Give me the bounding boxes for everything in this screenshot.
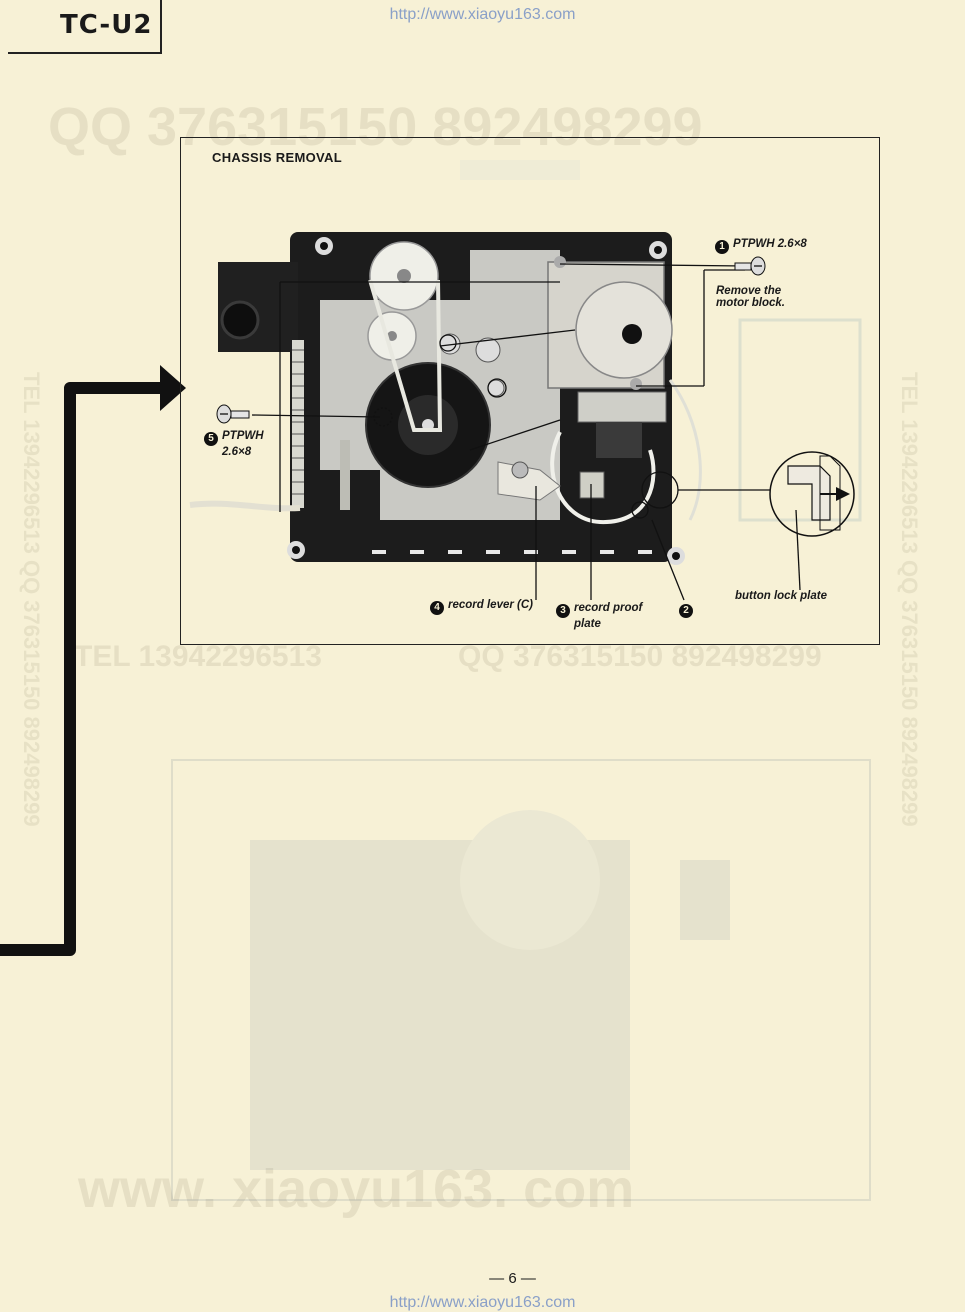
page-number: — 6 — — [489, 1270, 536, 1287]
watermark-qq: QQ 376315150 892498299 — [48, 97, 703, 157]
step-2-badge: 2 — [679, 604, 693, 618]
figure-frame — [180, 137, 880, 645]
watermark-url-bottom: http://www.xiaoyu163.com — [389, 1294, 576, 1311]
step-4-badge: 4 — [430, 601, 444, 615]
callout-record-lever: 4 record lever (C) — [430, 599, 533, 615]
record-lever-label: record lever (C) — [448, 599, 534, 611]
screw-5-spec: PTPWH — [222, 430, 264, 442]
screw-5-size: 2.6×8 — [222, 446, 252, 458]
step-1-badge: 1 — [715, 240, 729, 254]
record-proof-label-1: record proof — [574, 602, 643, 614]
callout-step-2: 2 — [679, 602, 697, 618]
motor-note-line-1: Remove the — [716, 285, 782, 297]
figure-title: CHASSIS REMOVAL — [212, 150, 342, 165]
step-5-badge: 5 — [204, 432, 218, 446]
step-3-badge: 3 — [556, 604, 570, 618]
callout-screw-1: 1 PTPWH 2.6×8 — [715, 238, 807, 254]
record-proof-label-2: plate — [574, 618, 601, 630]
watermark-site: www. xiaoyu163. com — [78, 1159, 635, 1219]
watermark-tel: TEL 13942296513 — [74, 640, 322, 673]
motor-note-line-2: motor block. — [716, 297, 786, 309]
watermark-qq-2: QQ 376315150 892498299 — [458, 640, 822, 673]
callout-motor-note: Remove the motor block. — [716, 285, 785, 309]
callout-button-lock-plate: button lock plate — [735, 590, 827, 602]
model-label: TC-U2 — [60, 10, 153, 40]
screw-1-spec: PTPWH 2.6×8 — [733, 238, 807, 250]
callout-screw-5: 5 PTPWH 2.6×8 — [204, 430, 264, 458]
watermark-url-top: http://www.xiaoyu163.com — [389, 6, 576, 23]
callout-record-proof-plate: 3 record proof plate — [556, 602, 642, 630]
model-header: TC-U2 — [8, 0, 162, 54]
